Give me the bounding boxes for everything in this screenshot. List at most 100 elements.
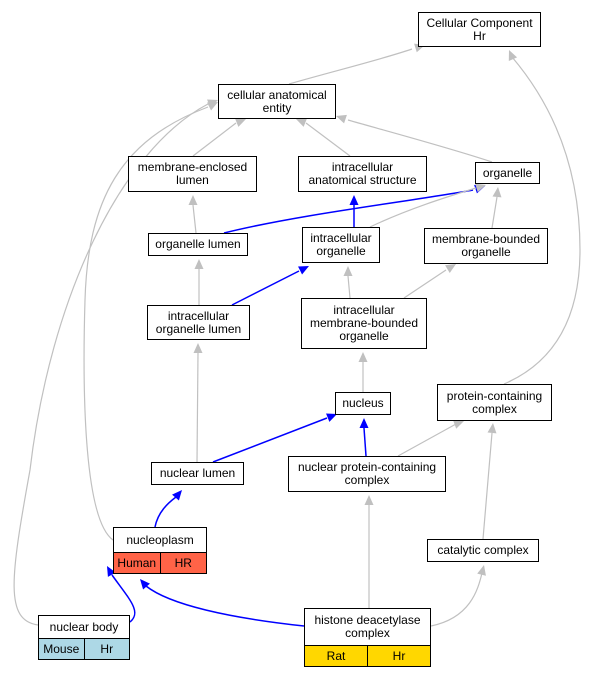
node-label-line: intracellular: [167, 308, 230, 323]
arrowhead-icon: [172, 490, 182, 501]
edge-component-to-entity: [288, 48, 413, 85]
node-nuclear-body[interactable]: nuclear body Mouse Hr: [38, 615, 130, 660]
node-label-line: intracellular: [310, 231, 372, 245]
arrowhead-icon: [235, 118, 246, 127]
edge-intracellular-organelle-to-organelle: [369, 187, 477, 228]
node-label-line: nucleoplasm: [126, 532, 194, 547]
node-nuclear-lumen[interactable]: nuclear lumen: [151, 462, 244, 485]
node-intracellular-organelle-lumen[interactable]: intracellular organelle lumen: [147, 305, 250, 340]
edge-npcc-to-nucleus: [363, 427, 367, 457]
species-tag-rat: Rat: [305, 646, 367, 666]
node-nucleus[interactable]: nucleus: [335, 392, 391, 415]
arrowhead-icon: [343, 266, 353, 276]
node-membrane-enclosed-lumen[interactable]: membrane-enclosed lumen: [128, 156, 257, 192]
edge-imbo-to-membrane-bounded: [403, 269, 447, 299]
gene-tag: Hr: [367, 646, 430, 666]
edge-pcc-to-component: [503, 56, 581, 385]
node-cellular-anatomical-entity[interactable]: cellular anatomical entity: [218, 84, 336, 119]
node-label-line: nuclear protein-containing: [297, 460, 437, 474]
node-organelle[interactable]: organelle: [475, 162, 540, 184]
edge-hdac-to-catalytic: [430, 572, 483, 627]
node-label-line: intracellular: [331, 160, 394, 174]
edge-membrane-bounded-to-organelle: [491, 196, 498, 229]
species-tags: Rat Hr: [305, 645, 430, 666]
edge-organelle-lumen-to-membrane-enclosed: [192, 204, 197, 234]
node-label-line: nucleus: [342, 396, 384, 410]
arrowhead-icon: [508, 50, 518, 61]
node-organelle-lumen[interactable]: organelle lumen: [148, 233, 248, 256]
arrowhead-icon: [445, 264, 456, 274]
arrowhead-icon: [492, 187, 502, 198]
node-label-line: lumen: [176, 173, 209, 187]
arrowhead-icon: [453, 420, 464, 429]
node-label-line: cellular anatomical: [227, 87, 327, 102]
edge-imbo-to-intracellular-organelle: [347, 275, 351, 299]
arrowhead-icon: [487, 423, 497, 434]
species-tag-human: Human: [114, 553, 160, 573]
node-catalytic-complex[interactable]: catalytic complex: [427, 539, 539, 562]
node-protein-containing-complex[interactable]: protein-containing complex: [437, 384, 552, 421]
node-cellular-component[interactable]: Cellular Component Hr: [418, 12, 541, 47]
node-title: histone deacetylase complex: [305, 609, 430, 645]
edge-organelle-to-entity: [347, 119, 493, 163]
arrowhead-icon: [298, 266, 309, 275]
edge-nucleoplasm-to-entity: [83, 106, 209, 541]
node-label-line: nuclear lumen: [159, 466, 236, 480]
node-label-line: organelle: [316, 244, 366, 258]
node-label-line: complex: [344, 473, 390, 487]
species-tags: Mouse Hr: [39, 638, 129, 659]
species-tag-mouse: Mouse: [39, 639, 84, 659]
node-label-line: membrane-enclosed: [137, 160, 248, 174]
node-intracellular-anatomical-structure[interactable]: intracellular anatomical structure: [298, 156, 427, 192]
arrowhead-icon: [107, 566, 116, 577]
edge-entity-to-intracellular-structure: [305, 122, 351, 157]
arrowhead-icon: [194, 259, 204, 269]
node-label-line: entity: [262, 100, 292, 115]
node-membrane-bounded-organelle[interactable]: membrane-bounded organelle: [424, 228, 548, 264]
arrowhead-icon: [296, 118, 307, 127]
arrowhead-icon: [359, 418, 369, 428]
arrowhead-icon: [193, 343, 203, 353]
node-label-line: protein-containing: [446, 388, 543, 403]
node-label-line: organelle: [482, 165, 533, 180]
node-label-line: organelle lumen: [155, 237, 241, 251]
node-label-line: complex: [472, 401, 517, 416]
gene-tag: HR: [159, 553, 206, 573]
edge-nuclear-body-to-nucleoplasm: [111, 574, 136, 623]
node-label-line: organelle lumen: [155, 321, 242, 336]
node-nuclear-protein-containing-complex[interactable]: nuclear protein-containing complex: [288, 456, 446, 492]
node-title: nucleoplasm: [114, 528, 206, 552]
arrowhead-icon: [336, 114, 347, 124]
edge-npcc-to-protein-complex: [397, 423, 457, 457]
node-label-line: organelle: [339, 329, 389, 343]
arrowhead-icon: [477, 565, 486, 576]
node-label-line: complex: [345, 626, 390, 640]
node-nucleoplasm[interactable]: nucleoplasm Human HR: [113, 527, 207, 574]
edge-organelle-lumen-to-organelle: [223, 189, 474, 234]
gene-tag: Hr: [83, 639, 129, 659]
node-label-line: nuclear body: [49, 619, 119, 634]
node-intracellular-membrane-bounded-organelle[interactable]: intracellular membrane-bounded organelle: [301, 298, 427, 349]
species-tags: Human HR: [114, 552, 206, 573]
arrowhead-icon: [188, 195, 198, 205]
edge-hdac-to-nucleoplasm: [145, 585, 305, 627]
node-label-line: histone deacetylase: [314, 613, 421, 627]
node-label-line: intracellular: [333, 303, 395, 317]
edge-nuclear-lumen-to-nucleus: [212, 417, 328, 463]
edge-entity-to-membrane-enclosed: [192, 122, 237, 157]
edge-io-lumen-to-intracellular-organelle: [231, 270, 300, 306]
node-label-line: Hr: [473, 28, 486, 43]
node-label-line: membrane-bounded: [431, 232, 541, 246]
node-label-line: catalytic complex: [437, 543, 529, 557]
node-label-line: anatomical structure: [308, 173, 417, 187]
edge-nucleoplasm-to-nuclear-lumen: [154, 496, 177, 528]
arrowhead-icon: [207, 99, 218, 108]
node-histone-deacetylase-complex[interactable]: histone deacetylase complex Rat Hr: [304, 608, 431, 667]
node-label-line: Cellular Component: [426, 15, 533, 30]
node-intracellular-organelle[interactable]: intracellular organelle: [302, 227, 380, 263]
edge-catalytic-to-protein-complex: [482, 432, 493, 540]
node-label-line: membrane-bounded: [309, 316, 419, 330]
node-title: nuclear body: [39, 616, 129, 638]
